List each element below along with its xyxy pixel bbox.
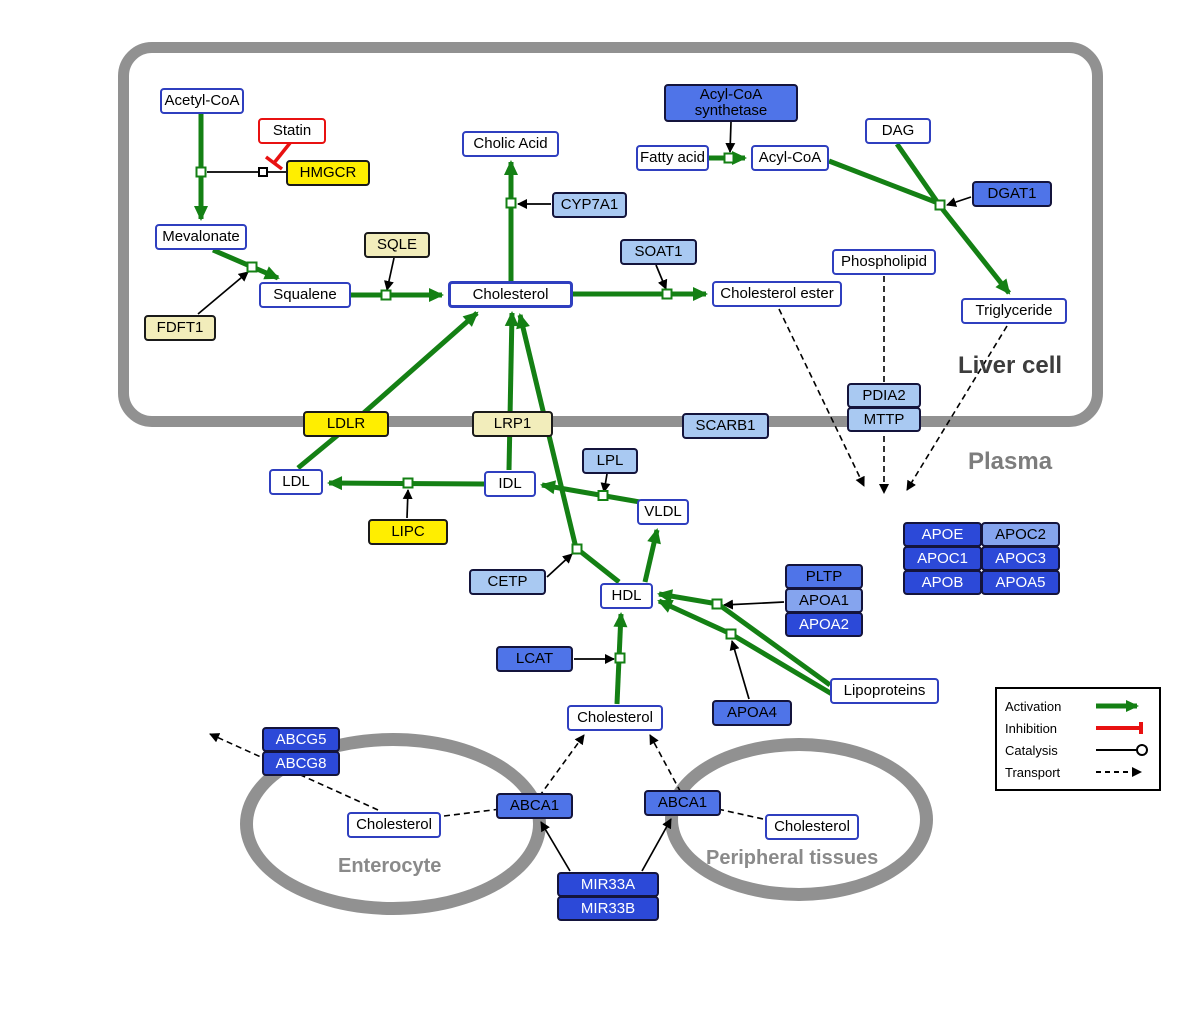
catalysis-edges [197,121,972,872]
liver-cell-compartment [118,42,1103,427]
node-cetp[interactable]: CETP [469,569,546,595]
node-squalene[interactable]: Squalene [259,282,351,308]
node-mir33b[interactable]: MIR33B [557,896,659,921]
node-apoa2[interactable]: APOA2 [785,612,863,637]
node-apoe[interactable]: APOE [903,522,982,547]
node-abca1-peripheral[interactable]: ABCA1 [644,790,721,816]
node-lrp1[interactable]: LRP1 [472,411,553,437]
liver-cell-label: Liver cell [958,352,1063,379]
node-lipoproteins[interactable]: Lipoproteins [830,678,939,704]
node-triglyceride[interactable]: Triglyceride [961,298,1067,324]
node-lpl[interactable]: LPL [582,448,638,474]
node-abca1-enterocyte[interactable]: ABCA1 [496,793,573,819]
node-apob[interactable]: APOB [903,570,982,595]
legend-catalysis: Catalysis [1005,739,1151,761]
node-acyl-coa[interactable]: Acyl-CoA [751,145,829,171]
node-cholesterol-liver[interactable]: Cholesterol [448,281,573,308]
node-fatty-acid[interactable]: Fatty acid [636,145,709,171]
node-apoc2[interactable]: APOC2 [981,522,1060,547]
node-mttp[interactable]: MTTP [847,407,921,432]
node-phospholipid[interactable]: Phospholipid [832,249,936,275]
catalysis-circle-icon [1096,744,1148,756]
node-apoa1[interactable]: APOA1 [785,588,863,613]
node-sqle[interactable]: SQLE [364,232,430,258]
node-pltp[interactable]: PLTP [785,564,863,589]
node-cholesterol-plasma[interactable]: Cholesterol [567,705,663,731]
node-apoc3[interactable]: APOC3 [981,546,1060,571]
node-dgat1[interactable]: DGAT1 [972,181,1052,207]
node-apoc1[interactable]: APOC1 [903,546,982,571]
node-abcg8[interactable]: ABCG8 [262,751,340,776]
enterocyte-label: Enterocyte [338,855,442,877]
node-fdft1[interactable]: FDFT1 [144,315,216,341]
node-cholesterol-enterocyte[interactable]: Cholesterol [347,812,441,838]
node-acetyl-coa[interactable]: Acetyl-CoA [160,88,244,114]
node-soat1[interactable]: SOAT1 [620,239,697,265]
node-mevalonate[interactable]: Mevalonate [155,224,247,250]
plasma-label: Plasma [968,448,1053,475]
node-ldlr[interactable]: LDLR [303,411,389,437]
node-mir33a[interactable]: MIR33A [557,872,659,897]
node-ldl[interactable]: LDL [269,469,323,495]
node-lcat[interactable]: LCAT [496,646,573,672]
node-lipc[interactable]: LIPC [368,519,448,545]
inhibition-tbar-icon [1096,722,1143,734]
node-abcg5[interactable]: ABCG5 [262,727,340,752]
node-vldl[interactable]: VLDL [637,499,689,525]
node-dag[interactable]: DAG [865,118,931,144]
transport-dashed-arrow-icon [1096,767,1142,777]
node-cholic-acid[interactable]: Cholic Acid [462,131,559,157]
node-apoa5[interactable]: APOA5 [981,570,1060,595]
peripheral-tissues-label: Peripheral tissues [706,847,879,869]
legend-transport-label: Transport [1005,764,1061,780]
legend-inhibition: Inhibition [1005,717,1151,739]
node-cyp7a1[interactable]: CYP7A1 [552,192,627,218]
activation-arrow-icon [1096,700,1139,712]
legend-activation-label: Activation [1005,698,1062,714]
legend-activation: Activation [1005,695,1151,717]
legend-catalysis-label: Catalysis [1005,742,1058,758]
node-statin[interactable]: Statin [258,118,326,144]
node-apoa4[interactable]: APOA4 [712,700,792,726]
node-cholesterol-ester[interactable]: Cholesterol ester [712,281,842,307]
legend-inhibition-label: Inhibition [1005,720,1058,736]
node-hdl[interactable]: HDL [600,583,653,609]
node-scarb1[interactable]: SCARB1 [682,413,769,439]
node-pdia2[interactable]: PDIA2 [847,383,921,408]
node-acyl-coa-synthetase[interactable]: Acyl-CoA synthetase [664,84,798,122]
inhibition-edge [264,141,292,171]
node-cholesterol-peripheral[interactable]: Cholesterol [765,814,859,840]
node-idl[interactable]: IDL [484,471,536,497]
node-hmgcr[interactable]: HMGCR [286,160,370,186]
legend-transport: Transport [1005,761,1151,783]
legend: Activation Inhibition Catalysis Transpor… [995,687,1161,791]
junction-squares [195,152,946,664]
